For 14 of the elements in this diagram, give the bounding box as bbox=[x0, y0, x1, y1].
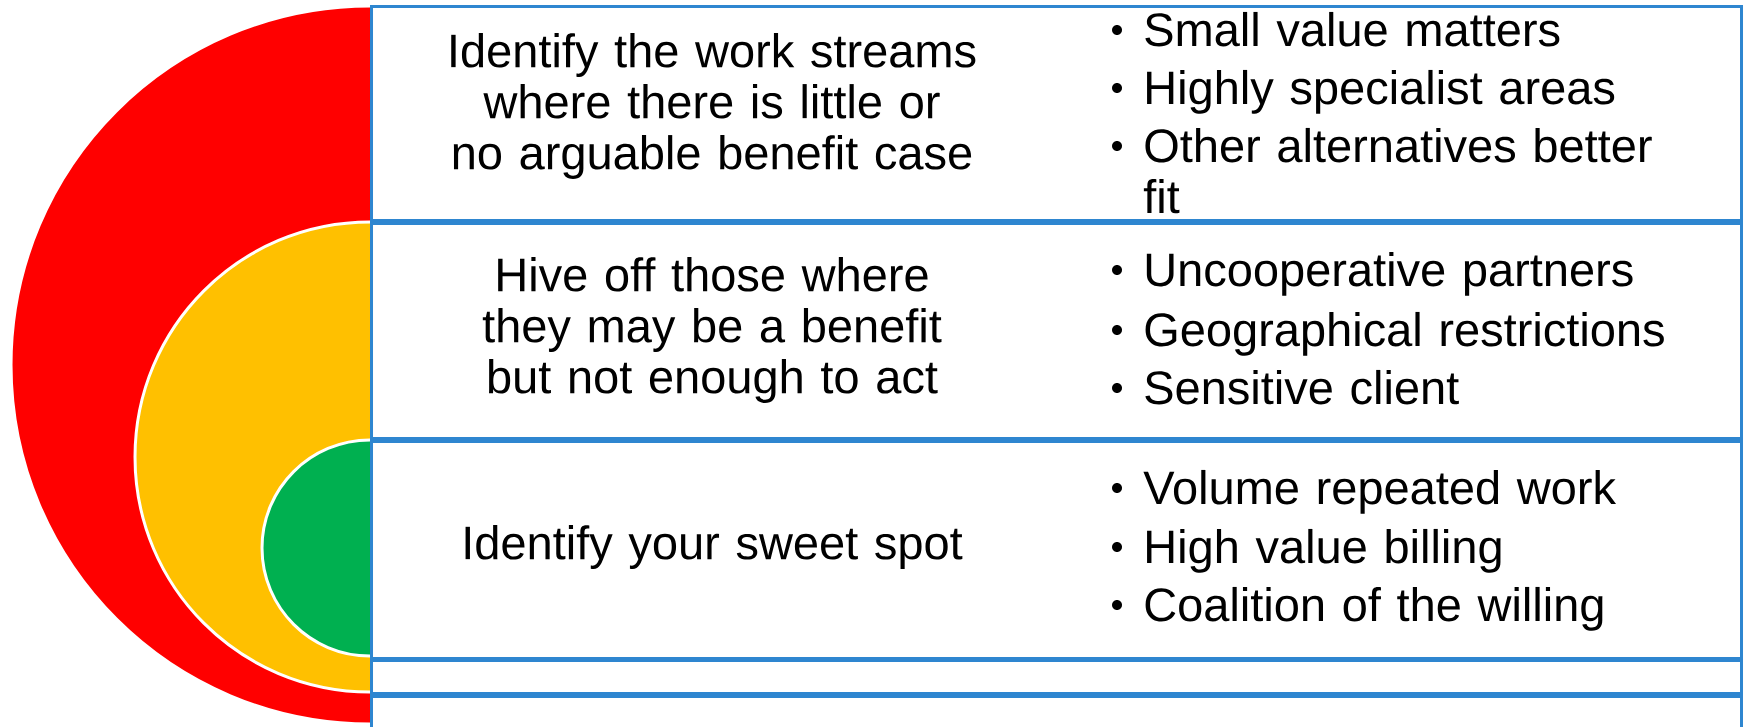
bullet-item: Geographical restrictions bbox=[1145, 311, 1664, 356]
bullet-item: Volume repeated work bbox=[1143, 469, 1617, 514]
bullet-item: Sensitive client bbox=[1145, 369, 1459, 405]
bullet-item: Small value matters bbox=[1145, 11, 1560, 47]
bullet-item: Uncooperative partners bbox=[1146, 251, 1633, 296]
table-row bbox=[370, 695, 1743, 727]
bullet-item: Other alternatives better fit bbox=[1143, 127, 1652, 214]
bullet-item: Coalition of the willing bbox=[1145, 586, 1603, 631]
statement: Identify your sweet spot bbox=[465, 525, 963, 569]
bullet-item: Highly specialist areas bbox=[1147, 69, 1615, 114]
statement: Identify the work streams where there is little or no arguable benefit case bbox=[451, 33, 976, 179]
bullet-item: High value billing bbox=[1147, 528, 1501, 573]
table-row bbox=[370, 659, 1743, 695]
statement: Hive off those where they may be a benefit but not enough to act bbox=[482, 257, 942, 403]
